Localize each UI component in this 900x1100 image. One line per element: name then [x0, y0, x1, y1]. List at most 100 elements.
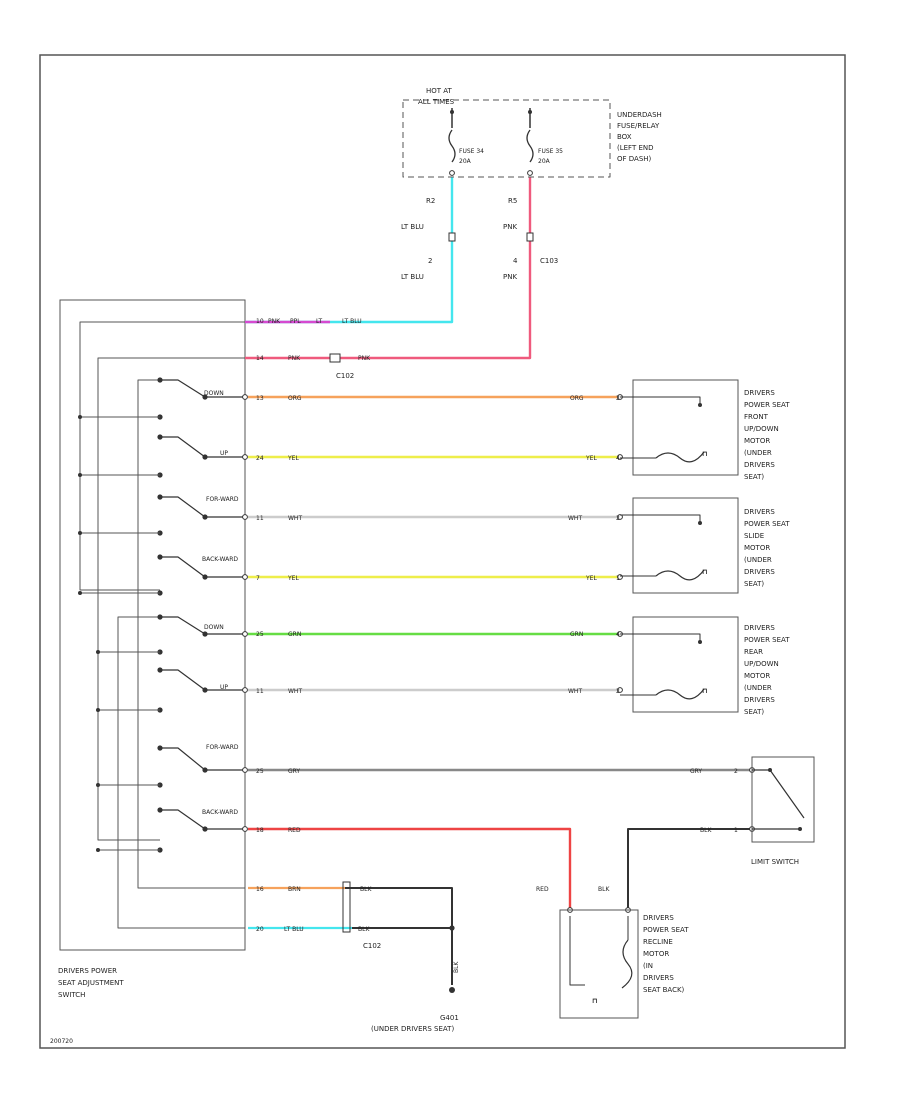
ground-pin-c: 16	[256, 886, 264, 893]
power-seat-switch	[59, 299, 248, 951]
switch-blade	[160, 809, 206, 830]
wire-blk-ground	[345, 887, 453, 985]
recline-blk-label: BLK	[598, 886, 610, 893]
circuit-5-wire-left: GRN	[288, 631, 301, 638]
ground-wire-d2: BLK	[358, 926, 370, 933]
fuse-34-hot-node	[450, 110, 454, 114]
input-wire-b2: PNK	[358, 355, 371, 362]
feed-b-wire-low: PNK	[503, 273, 517, 281]
input-wire-a3: LT	[316, 318, 323, 325]
svg-text:DRIVERS: DRIVERS	[744, 696, 775, 704]
svg-text:DRIVERS: DRIVERS	[744, 461, 775, 469]
front-motor-node	[698, 403, 702, 407]
circuit-1-pin: 13	[256, 395, 264, 402]
fuse-34-terminal	[449, 170, 455, 176]
circuit-2-pin: 24	[256, 455, 264, 462]
feed-b-connector: C103	[540, 257, 558, 265]
circuit-1-wire-left: ORG	[288, 395, 302, 402]
switch-position-3: FOR-WARD	[206, 496, 239, 503]
wire-lt-blu-feed	[245, 177, 454, 324]
circuit-5-motor-pin: 4	[616, 631, 620, 638]
svg-text:SLIDE: SLIDE	[744, 532, 764, 540]
bus-junction	[78, 415, 82, 419]
feed-a-wire-top: LT BLU	[401, 223, 424, 231]
circuit-7-motor-pin: 2	[734, 768, 738, 775]
svg-text:DRIVERS: DRIVERS	[744, 508, 775, 516]
fuse-35-terminal	[527, 170, 533, 176]
fuse-hot-label-2: ALL TIMES	[418, 98, 455, 106]
svg-text:MOTOR: MOTOR	[744, 544, 770, 552]
switch-blade	[160, 436, 206, 458]
slide-motor-box	[632, 497, 739, 594]
switch-name-2: SEAT ADJUSTMENT	[58, 979, 124, 987]
switch-name-3: SWITCH	[58, 991, 85, 999]
recline-motor-box	[559, 909, 639, 1019]
switch-terminal	[242, 687, 248, 693]
fuse-35-element	[526, 129, 534, 163]
circuit-6-wire-left: WHT	[288, 688, 302, 695]
recline-motor-symbol: ⊓	[592, 997, 598, 1005]
bus-junction	[78, 591, 82, 595]
switch-terminal	[242, 574, 248, 580]
ground-id: G401	[440, 1014, 459, 1022]
recline-motor-lead-1	[569, 916, 585, 986]
switch-terminal	[242, 767, 248, 773]
ground-wire-d1: LT BLU	[284, 926, 304, 933]
svg-text:(UNDER: (UNDER	[744, 684, 772, 692]
circuit-7-wire-right: GRY	[690, 768, 702, 775]
ground-wire-c1: BRN	[288, 886, 301, 893]
fuse-35-hot-node	[528, 110, 532, 114]
bus-junction	[96, 783, 100, 787]
svg-text:POWER SEAT: POWER SEAT	[744, 520, 790, 528]
svg-text:POWER SEAT: POWER SEAT	[744, 401, 790, 409]
front-motor-lead-1	[620, 396, 701, 405]
bus-junction	[96, 708, 100, 712]
limit-switch-label: LIMIT SWITCH	[751, 858, 799, 866]
fuse-a-label: FUSE 34	[459, 148, 484, 155]
switch-position-2: UP	[220, 450, 228, 457]
rear-motor-lead-1	[620, 633, 701, 642]
fuse-b-rating: 20A	[538, 158, 551, 165]
front-motor-label: DRIVERS POWER SEAT FRONT UP/DOWN MOTOR (…	[744, 389, 790, 481]
svg-text:POWER SEAT: POWER SEAT	[643, 926, 689, 934]
fuse-box-name-2: FUSE/RELAY	[617, 122, 660, 130]
recline-motor-label: DRIVERS POWER SEAT RECLINE MOTOR (IN DRI…	[643, 914, 689, 994]
switch-terminal	[242, 631, 248, 637]
switch-name-1: DRIVERS POWER	[58, 967, 117, 975]
svg-text:SEAT): SEAT)	[744, 708, 764, 716]
circuit-6-wire-right: WHT	[568, 688, 582, 695]
rear-motor-winding	[655, 688, 705, 700]
svg-text:DRIVERS: DRIVERS	[643, 914, 674, 922]
circuit-5-wire-right: GRN	[570, 631, 583, 638]
switch-blade	[160, 556, 206, 578]
components: ⊓⊓⊓⊓	[402, 99, 815, 1019]
fuse-b-label: FUSE 35	[538, 148, 563, 155]
svg-text:(UNDER: (UNDER	[744, 556, 772, 564]
wire-blk-recline	[627, 828, 752, 910]
svg-text:MOTOR: MOTOR	[744, 672, 770, 680]
switch-position-8: BACK-WARD	[202, 809, 238, 816]
limit-switch-box	[751, 756, 815, 843]
svg-text:DRIVERS: DRIVERS	[643, 974, 674, 982]
switch-blade	[160, 669, 206, 691]
rear-motor-motor-symbol: ⊓	[702, 687, 708, 695]
switch-terminal	[242, 514, 248, 520]
slide-motor-node	[698, 521, 702, 525]
svg-text:REAR: REAR	[744, 648, 763, 656]
svg-text:RECLINE: RECLINE	[643, 938, 673, 946]
limit-switch-contact	[798, 827, 802, 831]
circuit-4-wire-right: YEL	[585, 575, 597, 582]
circuit-4-pin: 7	[256, 575, 260, 582]
ground-wire-c2: BLK	[360, 886, 372, 893]
feed-a-pin-top: R2	[426, 197, 435, 205]
fuse-box-name-5: OF DASH)	[617, 155, 652, 163]
fuse-34-element	[448, 129, 456, 163]
rear-motor-node	[698, 640, 702, 644]
switch-position-1: DOWN	[204, 390, 224, 397]
bus-line-2	[97, 357, 245, 841]
rear-motor-box	[632, 616, 739, 713]
bus-junction	[96, 848, 100, 852]
bus-junction	[78, 531, 82, 535]
svg-text:(IN: (IN	[643, 962, 653, 970]
